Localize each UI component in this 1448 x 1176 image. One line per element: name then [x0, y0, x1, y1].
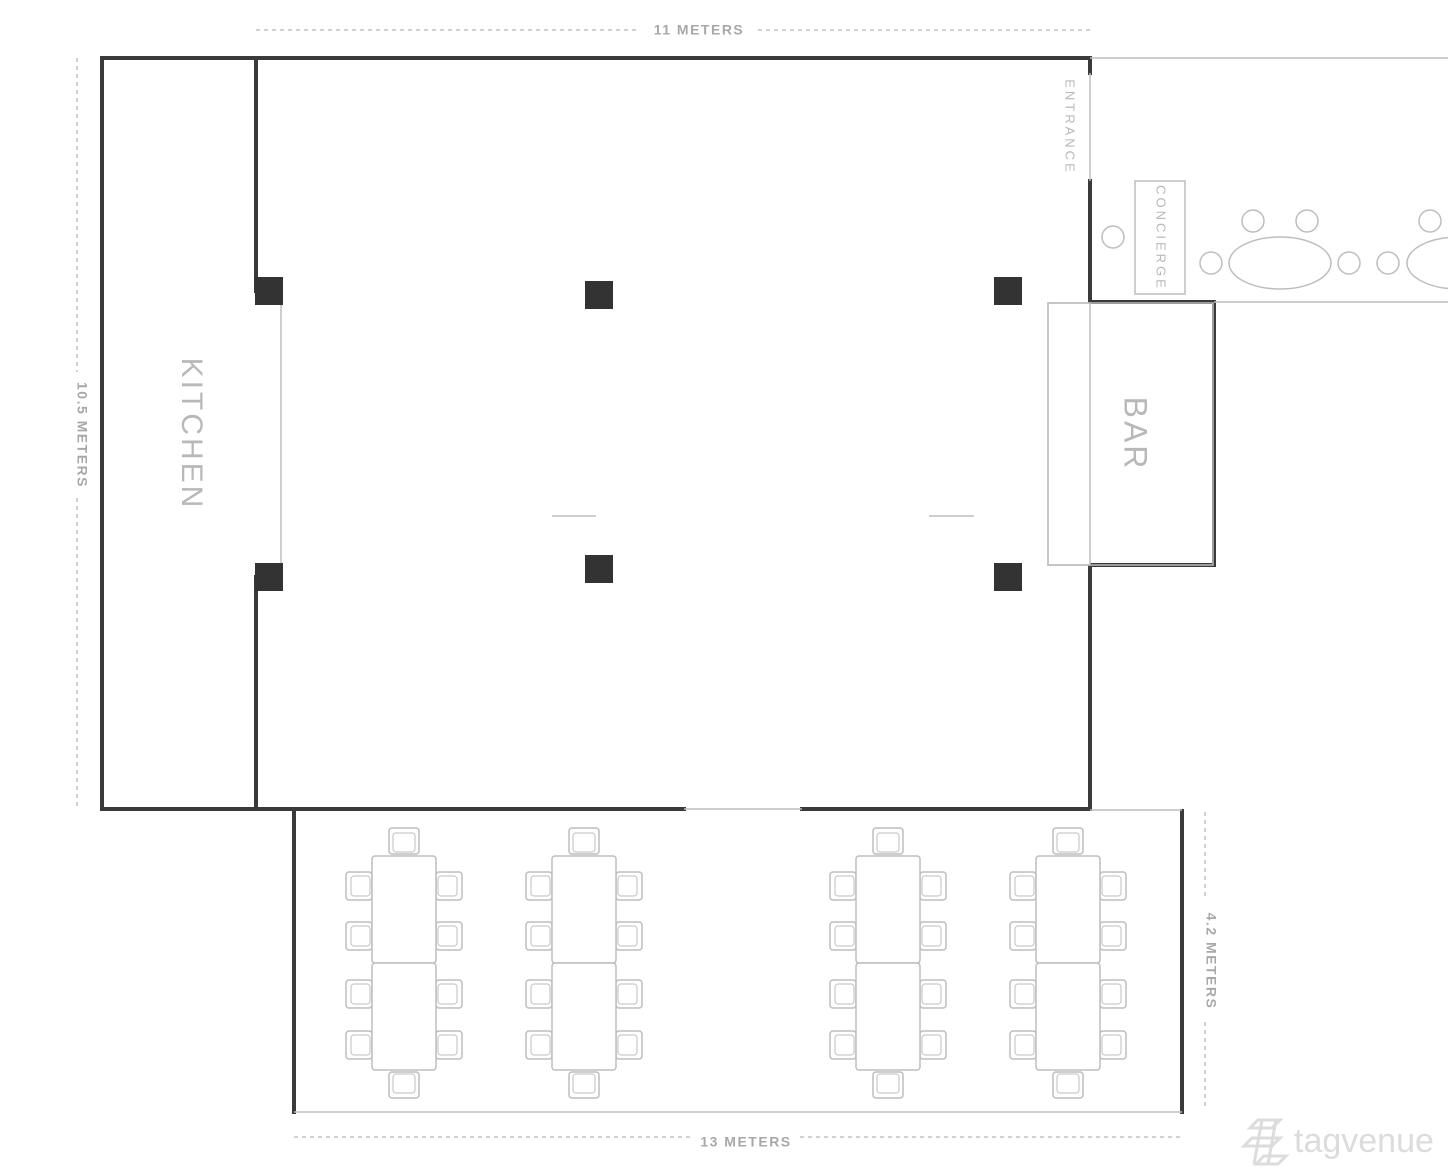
chair: [872, 1071, 904, 1099]
chair: [872, 827, 904, 855]
pillars: [255, 277, 1022, 591]
dimension-bottom: 13 METERS: [294, 1134, 1182, 1150]
chair-inner: [530, 1034, 551, 1056]
entrance-label: ENTRANCE: [1063, 79, 1078, 175]
table: [371, 855, 437, 964]
table: [855, 855, 921, 964]
dimension-bottom-label: 13 METERS: [700, 1134, 791, 1150]
table: [855, 962, 921, 1071]
chair-inner: [530, 875, 551, 897]
chair: [388, 1071, 420, 1099]
dimension-left: 10.5 METERS: [74, 58, 90, 808]
chair: [1052, 827, 1084, 855]
chair-inner: [921, 875, 942, 897]
pillar: [994, 563, 1022, 591]
table: [551, 855, 617, 964]
chair-inner: [921, 983, 942, 1005]
chair-inner: [1101, 983, 1122, 1005]
pillar: [994, 277, 1022, 305]
chair: [568, 1071, 600, 1099]
chair-inner: [834, 1034, 855, 1056]
chair-inner: [1101, 1034, 1122, 1056]
chair-inner: [1101, 925, 1122, 947]
chair-inner: [876, 832, 900, 853]
chair-inner: [350, 875, 371, 897]
pillar: [255, 277, 283, 305]
pillar: [585, 281, 613, 309]
chair-inner: [530, 983, 551, 1005]
table: [551, 962, 617, 1071]
chair-inner: [617, 875, 638, 897]
concierge-label: CONCIERGE: [1154, 185, 1169, 291]
dimension-top-label: 11 METERS: [654, 22, 745, 38]
chair-inner: [530, 925, 551, 947]
dimension-right: 4.2 METERS: [1203, 812, 1219, 1110]
concierge-desk: [1134, 180, 1186, 295]
tagvenue-logo-text: tagvenue: [1294, 1122, 1434, 1160]
lounge-seating: [1101, 209, 1448, 290]
chair-inner: [1014, 983, 1035, 1005]
chair: [1052, 1071, 1084, 1099]
chair-inner: [1014, 1034, 1035, 1056]
chair-inner: [350, 983, 371, 1005]
dimension-right-label: 4.2 METERS: [1203, 913, 1219, 1010]
chair-inner: [350, 925, 371, 947]
chair-inner: [392, 1073, 416, 1094]
chair-inner: [876, 1073, 900, 1094]
chair-inner: [921, 1034, 942, 1056]
table: [1035, 962, 1101, 1071]
chair-inner: [437, 983, 458, 1005]
kitchen-label: KITCHEN: [175, 358, 208, 511]
chair-inner: [392, 832, 416, 853]
pillar: [585, 555, 613, 583]
chair-inner: [834, 983, 855, 1005]
chair-inner: [617, 925, 638, 947]
chair-inner: [350, 1034, 371, 1056]
chair-inner: [921, 925, 942, 947]
chair: [568, 827, 600, 855]
tagvenue-logo: tagvenue: [1240, 1118, 1434, 1166]
chair-inner: [1056, 832, 1080, 853]
bar-counter: [1047, 302, 1091, 566]
dimension-left-label: 10.5 METERS: [74, 382, 90, 488]
table: [1035, 855, 1101, 964]
chair-inner: [1014, 875, 1035, 897]
dimension-top: 11 METERS: [256, 22, 1090, 38]
chair-inner: [617, 1034, 638, 1056]
chair-inner: [1014, 925, 1035, 947]
tagvenue-logo-icon: [1240, 1118, 1290, 1166]
chair: [388, 827, 420, 855]
chair-inner: [572, 832, 596, 853]
bar-label: BAR: [1118, 397, 1154, 472]
chair-inner: [572, 1073, 596, 1094]
chair-inner: [437, 925, 458, 947]
pillar: [255, 563, 283, 591]
chair-inner: [1101, 875, 1122, 897]
chair-inner: [834, 875, 855, 897]
table: [371, 962, 437, 1071]
thin-lines: [280, 57, 1448, 1113]
dining-tables: [345, 827, 1127, 1099]
chair-inner: [1056, 1073, 1080, 1094]
bar-outline: [1047, 302, 1214, 566]
chair-inner: [437, 875, 458, 897]
chair-inner: [437, 1034, 458, 1056]
chair-inner: [834, 925, 855, 947]
chair-inner: [617, 983, 638, 1005]
